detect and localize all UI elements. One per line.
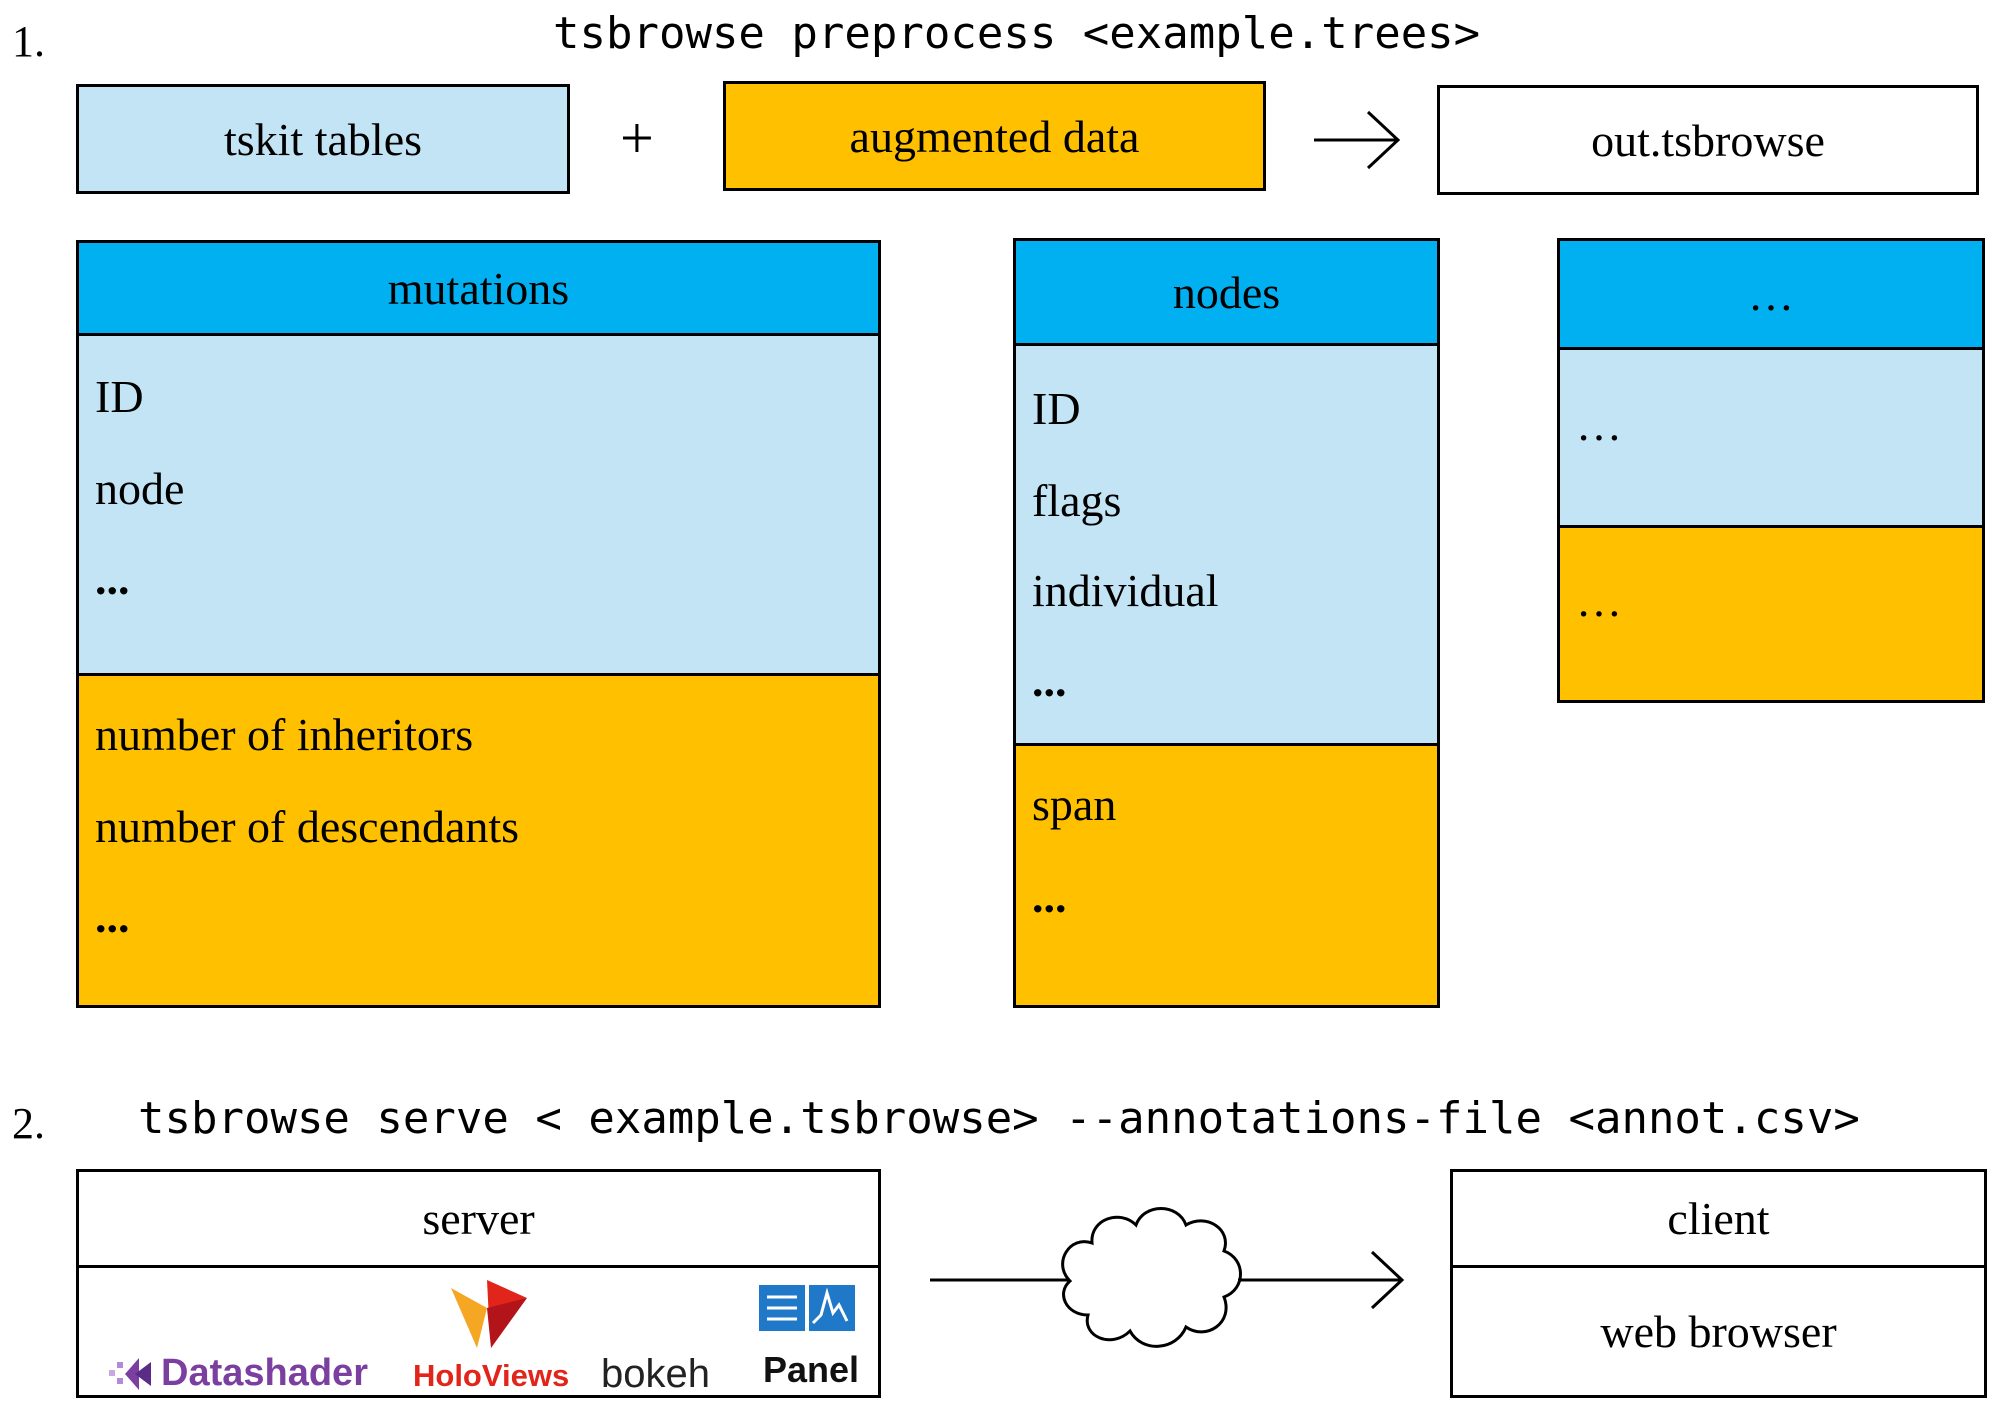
other-table-header: … <box>1560 241 1982 350</box>
client-title: client <box>1453 1172 1984 1268</box>
other-tskit-section: … <box>1560 350 1982 528</box>
field-number-of-inheritors: number of inheritors <box>95 709 474 760</box>
nodes-tskit-section: ID flags individual ... <box>1016 346 1437 746</box>
mutations-tskit-section: ID node ... <box>79 336 878 676</box>
cloud-icon <box>1061 1207 1242 1348</box>
server-box: server Datashader HoloViews bokeh <box>76 1169 881 1398</box>
field-more: … <box>1576 575 1622 626</box>
field-number-of-descendants: number of descendants <box>95 801 520 852</box>
field-individual: individual <box>1032 565 1219 616</box>
nodes-augmented-section: span ... <box>1016 746 1437 1005</box>
output-file-box: out.tsbrowse <box>1437 85 1979 195</box>
panel-logo: Panel <box>763 1349 860 1390</box>
holoviews-logo-icon <box>451 1280 527 1348</box>
right-arrow-icon <box>1314 110 1401 170</box>
augmented-data-box: augmented data <box>723 81 1266 191</box>
mutations-table-header: mutations <box>79 243 878 336</box>
network-connection <box>930 1207 1405 1348</box>
field-more: ... <box>1032 655 1067 706</box>
field-more: ... <box>1032 871 1067 922</box>
arrowhead-icon <box>1370 1250 1405 1310</box>
field-span: span <box>1032 779 1117 830</box>
client-body: web browser <box>1600 1306 1837 1357</box>
panel-logo-icon <box>759 1285 855 1331</box>
mutations-table: mutations ID node ... number of inherito… <box>76 240 881 1008</box>
holoviews-logo: HoloViews <box>413 1358 570 1393</box>
serve-command: tsbrowse serve < example.tsbrowse> --ann… <box>138 1093 1860 1144</box>
server-title: server <box>79 1172 878 1268</box>
field-more: ... <box>95 891 130 942</box>
datashader-logo-icon <box>109 1358 151 1390</box>
plus-sign: + <box>620 105 654 171</box>
other-tables: … … … <box>1557 238 1985 703</box>
tskit-tables-box: tskit tables <box>76 84 570 194</box>
field-node: node <box>95 463 185 514</box>
field-more: ... <box>95 553 130 604</box>
mutations-augmented-section: number of inheritors number of descendan… <box>79 676 878 1005</box>
nodes-table: nodes ID flags individual ... span ... <box>1013 238 1440 1008</box>
client-box: client web browser <box>1450 1169 1987 1398</box>
field-flags: flags <box>1032 475 1122 526</box>
nodes-table-header: nodes <box>1016 241 1437 346</box>
preprocess-command: tsbrowse preprocess <example.trees> <box>553 8 1481 59</box>
server-libraries: Datashader HoloViews bokeh Panel <box>79 1268 878 1395</box>
datashader-logo: Datashader <box>161 1352 368 1394</box>
step-2-number: 2. <box>12 1099 45 1148</box>
field-id: ID <box>95 371 144 422</box>
other-augmented-section: … <box>1560 528 1982 700</box>
bokeh-logo: bokeh <box>601 1352 710 1396</box>
field-more: … <box>1576 399 1622 450</box>
step-1-number: 1. <box>12 17 45 66</box>
field-id: ID <box>1032 383 1081 434</box>
